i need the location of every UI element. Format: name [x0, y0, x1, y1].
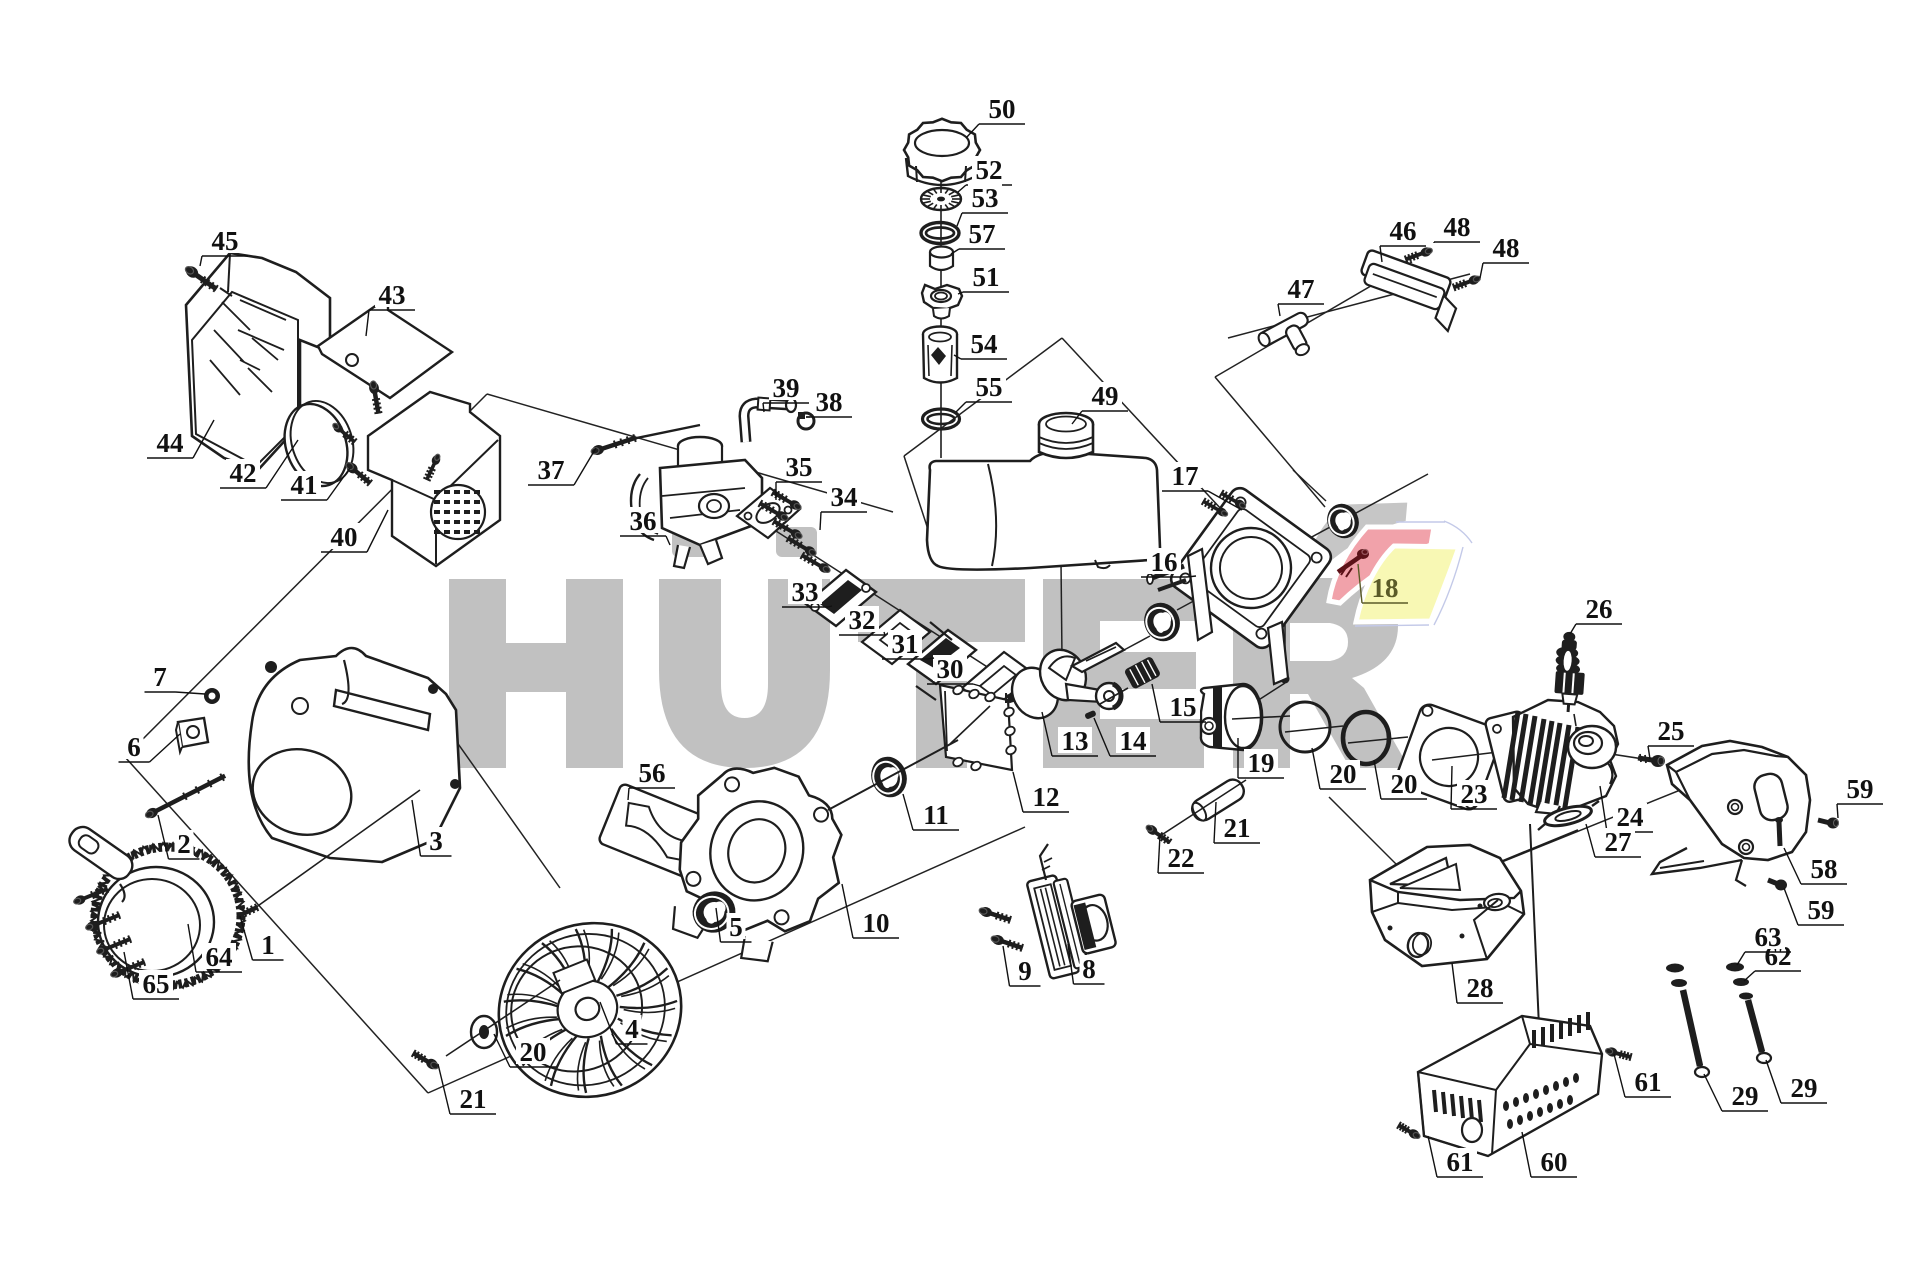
svg-text:24: 24: [1617, 802, 1644, 832]
svg-text:23: 23: [1461, 779, 1488, 809]
svg-text:17: 17: [1172, 461, 1199, 491]
svg-text:64: 64: [206, 942, 233, 972]
svg-text:20: 20: [520, 1037, 547, 1067]
svg-text:12: 12: [1033, 782, 1060, 812]
svg-text:20: 20: [1391, 769, 1418, 799]
svg-text:57: 57: [969, 219, 996, 249]
svg-text:59: 59: [1847, 774, 1874, 804]
svg-text:43: 43: [379, 280, 406, 310]
svg-text:4: 4: [625, 1014, 639, 1044]
svg-text:41: 41: [291, 470, 318, 500]
svg-text:39: 39: [773, 373, 800, 403]
svg-text:38: 38: [816, 387, 843, 417]
svg-text:47: 47: [1288, 274, 1315, 304]
svg-text:7: 7: [153, 662, 167, 692]
svg-text:27: 27: [1605, 827, 1632, 857]
svg-text:56: 56: [639, 758, 666, 788]
svg-text:28: 28: [1467, 973, 1494, 1003]
svg-text:32: 32: [849, 605, 876, 635]
svg-text:55: 55: [976, 372, 1003, 402]
svg-text:16: 16: [1151, 547, 1178, 577]
svg-text:31: 31: [892, 629, 919, 659]
svg-text:21: 21: [1224, 813, 1251, 843]
svg-text:49: 49: [1092, 381, 1119, 411]
svg-text:26: 26: [1586, 594, 1613, 624]
svg-text:36: 36: [630, 506, 657, 536]
svg-text:33: 33: [792, 577, 819, 607]
svg-text:35: 35: [786, 452, 813, 482]
svg-text:48: 48: [1444, 212, 1471, 242]
svg-text:61: 61: [1635, 1067, 1662, 1097]
svg-text:10: 10: [863, 908, 890, 938]
svg-text:15: 15: [1170, 692, 1197, 722]
svg-text:3: 3: [429, 826, 443, 856]
svg-text:58: 58: [1811, 854, 1838, 884]
svg-text:6: 6: [127, 732, 141, 762]
svg-text:2: 2: [177, 829, 191, 859]
svg-text:1: 1: [261, 930, 275, 960]
svg-text:29: 29: [1791, 1073, 1818, 1103]
svg-text:54: 54: [971, 329, 998, 359]
svg-text:46: 46: [1390, 216, 1417, 246]
svg-text:5: 5: [729, 912, 743, 942]
svg-text:30: 30: [937, 654, 964, 684]
svg-text:11: 11: [923, 800, 949, 830]
svg-text:44: 44: [157, 428, 184, 458]
svg-text:22: 22: [1168, 843, 1195, 873]
svg-text:20: 20: [1330, 759, 1357, 789]
svg-text:65: 65: [143, 969, 170, 999]
svg-text:45: 45: [212, 226, 239, 256]
svg-text:53: 53: [972, 183, 999, 213]
svg-text:61: 61: [1447, 1147, 1474, 1177]
svg-text:25: 25: [1658, 716, 1685, 746]
svg-text:34: 34: [831, 482, 858, 512]
svg-text:29: 29: [1732, 1081, 1759, 1111]
svg-text:52: 52: [976, 155, 1003, 185]
svg-text:13: 13: [1062, 726, 1089, 756]
svg-text:63: 63: [1755, 922, 1782, 952]
svg-text:50: 50: [989, 94, 1016, 124]
svg-text:51: 51: [973, 262, 1000, 292]
svg-text:9: 9: [1018, 956, 1032, 986]
svg-text:42: 42: [230, 458, 257, 488]
svg-text:40: 40: [331, 522, 358, 552]
svg-text:19: 19: [1248, 748, 1275, 778]
svg-text:37: 37: [538, 455, 565, 485]
svg-text:14: 14: [1120, 726, 1147, 756]
svg-text:59: 59: [1808, 895, 1835, 925]
svg-text:18: 18: [1372, 573, 1399, 603]
svg-text:48: 48: [1493, 233, 1520, 263]
svg-text:8: 8: [1082, 954, 1096, 984]
svg-text:21: 21: [460, 1084, 487, 1114]
svg-text:60: 60: [1541, 1147, 1568, 1177]
